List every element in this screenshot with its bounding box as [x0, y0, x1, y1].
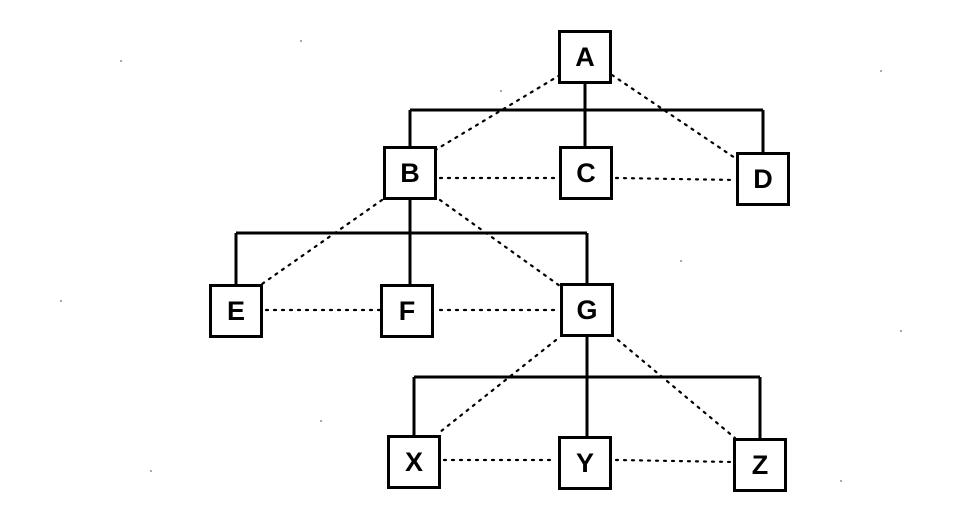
scan-speck	[150, 470, 152, 472]
dotted-b-g	[438, 198, 562, 288]
dotted-a-d	[610, 73, 740, 162]
scan-speck	[60, 300, 62, 302]
node-c: C	[559, 146, 613, 200]
dotted-connectors	[260, 73, 740, 464]
scan-speck	[300, 40, 302, 42]
scan-speck	[120, 60, 122, 62]
node-y: Y	[558, 436, 612, 490]
dotted-g-x	[438, 338, 558, 434]
node-x: X	[387, 435, 441, 489]
node-d: D	[736, 152, 790, 206]
node-e: E	[209, 284, 263, 338]
node-f: F	[380, 284, 434, 338]
scan-speck	[320, 420, 322, 422]
dotted-y-z	[614, 458, 735, 464]
scan-speck	[500, 90, 502, 92]
node-a: A	[558, 30, 612, 84]
dotted-b-e	[260, 198, 384, 286]
tree-connectors	[234, 84, 765, 438]
scan-speck	[900, 330, 902, 332]
node-g: G	[560, 283, 614, 337]
dotted-c-d	[614, 176, 737, 182]
scan-speck	[840, 480, 842, 482]
scan-speck	[680, 260, 682, 262]
node-b: B	[383, 146, 437, 200]
node-z: Z	[733, 438, 787, 492]
scan-speck	[880, 70, 882, 72]
dotted-g-z	[616, 338, 737, 440]
dotted-a-b	[430, 73, 562, 154]
